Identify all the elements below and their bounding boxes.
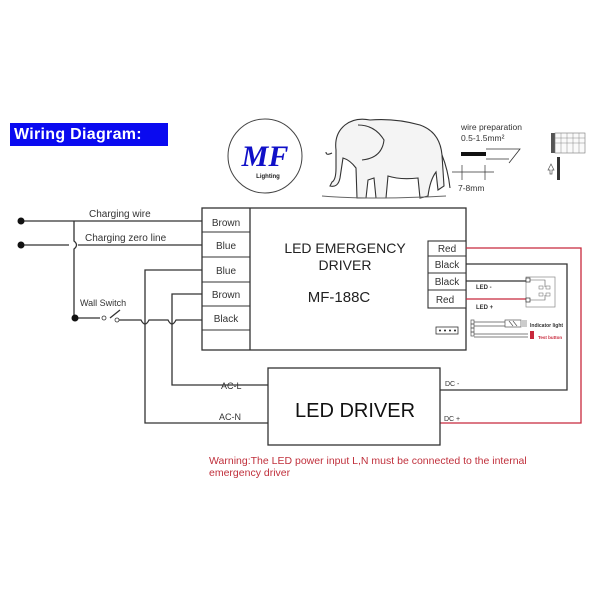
right-terminal-black-2: Black [435,277,460,288]
wire-preparation-figure: wire preparation 0.5-1.5mm² 7-8mm [452,122,522,193]
logo-letters: MF [241,140,289,173]
switch-contact [114,317,120,323]
left-terminal-blue-2: Blue [216,266,236,277]
ac-l-label: AC-L [221,381,242,391]
right-terminal-black: Black [435,260,460,271]
dc-plus-label: DC + [444,416,460,423]
warning-note: Warning:The LED power input L,N must be … [209,455,527,479]
junction-dot [71,314,79,322]
driver-title-line1: LED EMERGENCY [284,240,406,256]
diagram-title: Wiring Diagram: [10,123,168,146]
indicator-connector [435,326,459,335]
led-driver-box: LED DRIVER [267,367,441,446]
wire-prep-gauge: 0.5-1.5mm² [461,133,505,143]
left-terminal-blue: Blue [216,241,236,252]
dc-minus-label: DC - [445,381,460,388]
wall-switch-label: Wall Switch [80,298,126,308]
left-terminal-brown-2: Brown [212,290,240,301]
logo-subtitle: Lighting [256,174,280,180]
driver-title-line2: DRIVER [319,257,372,273]
output-wiring [440,247,582,424]
arrow-up-icon [547,163,555,175]
left-terminal-brown: Brown [212,218,240,229]
right-terminal-red: Red [438,244,456,255]
ac-n-label: AC-N [219,412,241,422]
charging-wire-label: Charging wire [89,209,151,220]
strip-length-label: 7-8mm [458,183,484,193]
driver-model: MF-188C [308,289,371,306]
switch-contact [101,315,107,321]
led-module: LED - LED + [476,276,556,311]
right-terminal-red-2: Red [436,295,454,306]
terminal-connector-figure [547,132,586,180]
indicator-leads [470,319,534,339]
wire-prep-label: wire preparation [460,122,522,132]
led-plus-label: LED + [476,305,494,311]
led-minus-label: LED - [476,285,492,291]
mf-logo: MF Lighting [227,118,303,194]
left-terminal-black: Black [214,314,239,325]
led-driver-title: LED DRIVER [295,400,415,422]
emergency-driver-box: Brown Blue Blue Brown Black LED EMERGENC… [201,207,467,351]
charging-wire-terminal [17,217,25,225]
input-wiring [21,220,268,424]
charging-zero-line-label: Charging zero line [85,233,167,244]
indicator-light-label: Indicator light [530,323,563,329]
charging-zero-terminal [17,241,25,249]
elephant-illustration [321,118,451,199]
test-button-label: Test button [538,335,562,340]
